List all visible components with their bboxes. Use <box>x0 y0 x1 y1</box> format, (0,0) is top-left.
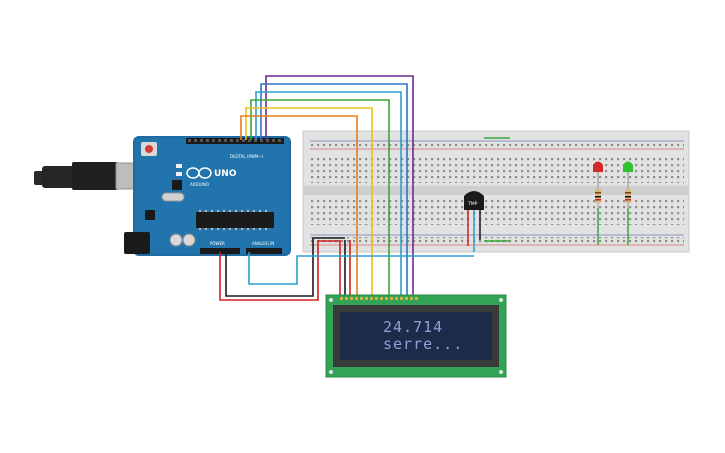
breadboard[interactable] <box>302 130 690 253</box>
analog-label: ANALOG IN <box>252 241 274 246</box>
crystal <box>161 192 185 202</box>
digital-wires[interactable] <box>240 75 414 160</box>
arduino-logo <box>186 167 212 179</box>
capacitor-1 <box>169 233 183 247</box>
power-jack[interactable] <box>124 232 150 254</box>
power-wires[interactable] <box>219 237 474 301</box>
resistor-2[interactable] <box>625 186 631 210</box>
sensor-label: TMP <box>467 201 478 207</box>
board-model: UNO <box>214 169 237 179</box>
digital-header <box>186 138 284 144</box>
arduino-uno-board[interactable]: DIGITAL (PWM~) UNO ARDUINO POWER ANALOG … <box>124 136 291 256</box>
lcd-module[interactable]: 24.714 serre... <box>325 294 507 378</box>
power-label: POWER <box>210 241 225 246</box>
analog-header <box>246 248 282 254</box>
atmega-chip <box>196 212 274 228</box>
lcd-screen <box>340 312 492 360</box>
capacitor-2 <box>182 233 196 247</box>
lcd-wires[interactable] <box>339 160 414 297</box>
rx-led <box>176 172 182 176</box>
usb-cable[interactable] <box>34 162 143 190</box>
temperature-sensor[interactable]: TMP <box>464 191 484 252</box>
lcd-line-2: serre... <box>383 335 463 353</box>
reset-button-cap[interactable] <box>145 145 153 153</box>
power-header <box>200 248 240 254</box>
board-brand: ARDUINO <box>190 182 209 187</box>
regulator <box>145 210 155 220</box>
tx-led <box>176 164 182 168</box>
usb-chip <box>172 180 182 190</box>
resistor-1[interactable] <box>595 186 601 210</box>
lcd-line-1: 24.714 <box>383 318 443 336</box>
digital-label: DIGITAL (PWM~) <box>230 154 264 159</box>
